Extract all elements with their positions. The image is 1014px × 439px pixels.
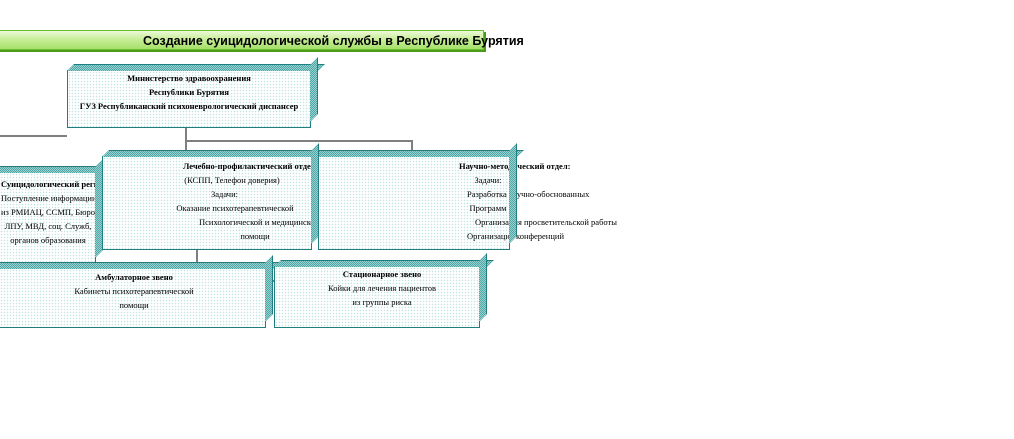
box-line: Койки для лечения пациентов xyxy=(327,283,437,293)
outpatient-unit-box: Амбулаторное звено Кабинеты психотерапев… xyxy=(0,268,266,328)
connector-line xyxy=(196,250,198,268)
connector-line xyxy=(0,135,67,137)
box-line: Программ xyxy=(469,203,507,213)
box-line: органов образования xyxy=(10,235,86,245)
box-line: Задачи: xyxy=(211,189,238,199)
ministry-box: Министерство здравоохранения Республики … xyxy=(67,70,311,128)
box-line: Научно-методический отдел: xyxy=(459,161,571,171)
box-line: Кабинеты психотерапевтической xyxy=(74,286,194,296)
box-line: из РМИАЦ, ССМП, Бюро СМЭ, xyxy=(1,207,119,217)
science-department-box: Научно-методический отдел: Задачи: Разра… xyxy=(318,156,617,250)
box-line: Разработка научно-обоснованных xyxy=(467,189,590,199)
box-line: ЛПУ, МВД, соц. Служб, xyxy=(4,221,92,231)
box-line: Поступление информации xyxy=(1,193,97,203)
box-line: Оказание психотерапевтической xyxy=(176,203,294,213)
connector-line xyxy=(185,140,413,142)
register-box: Суицидологический регистр Поступление ин… xyxy=(0,172,119,264)
box-line: Министерство здравоохранения xyxy=(127,73,251,83)
connector-line xyxy=(185,128,187,160)
box-line: (КСПП, Телефон доверия) xyxy=(184,175,280,185)
box-line: Задачи: xyxy=(474,175,502,185)
diagram-title: Создание суицидологической службы в Респ… xyxy=(0,30,524,50)
box-line: Психологической и медицинской xyxy=(199,217,320,227)
box-line: из группы риска xyxy=(352,297,412,307)
box-line: Республики Бурятия xyxy=(148,87,230,97)
inpatient-unit-box: Стационарное звено Койки для лечения пац… xyxy=(274,266,480,328)
box-line: Суицидологический регистр xyxy=(1,179,112,189)
box-line: Лечебно-профилактический отдел xyxy=(183,161,316,171)
box-line: помощи xyxy=(240,231,270,241)
box-line: Организация просветительской работы xyxy=(475,217,617,227)
diagram-title-text: Создание суицидологической службы в Респ… xyxy=(143,34,524,48)
treatment-department-box: Лечебно-профилактический отдел (КСПП, Те… xyxy=(102,156,320,250)
box-line: помощи xyxy=(119,300,149,310)
box-line: Организация конференций xyxy=(467,231,565,241)
box-line: ГУЗ Республиканский психоневрологический… xyxy=(79,101,299,111)
box-line: Стационарное звено xyxy=(342,269,422,279)
box-line: Амбулаторное звено xyxy=(95,272,173,282)
